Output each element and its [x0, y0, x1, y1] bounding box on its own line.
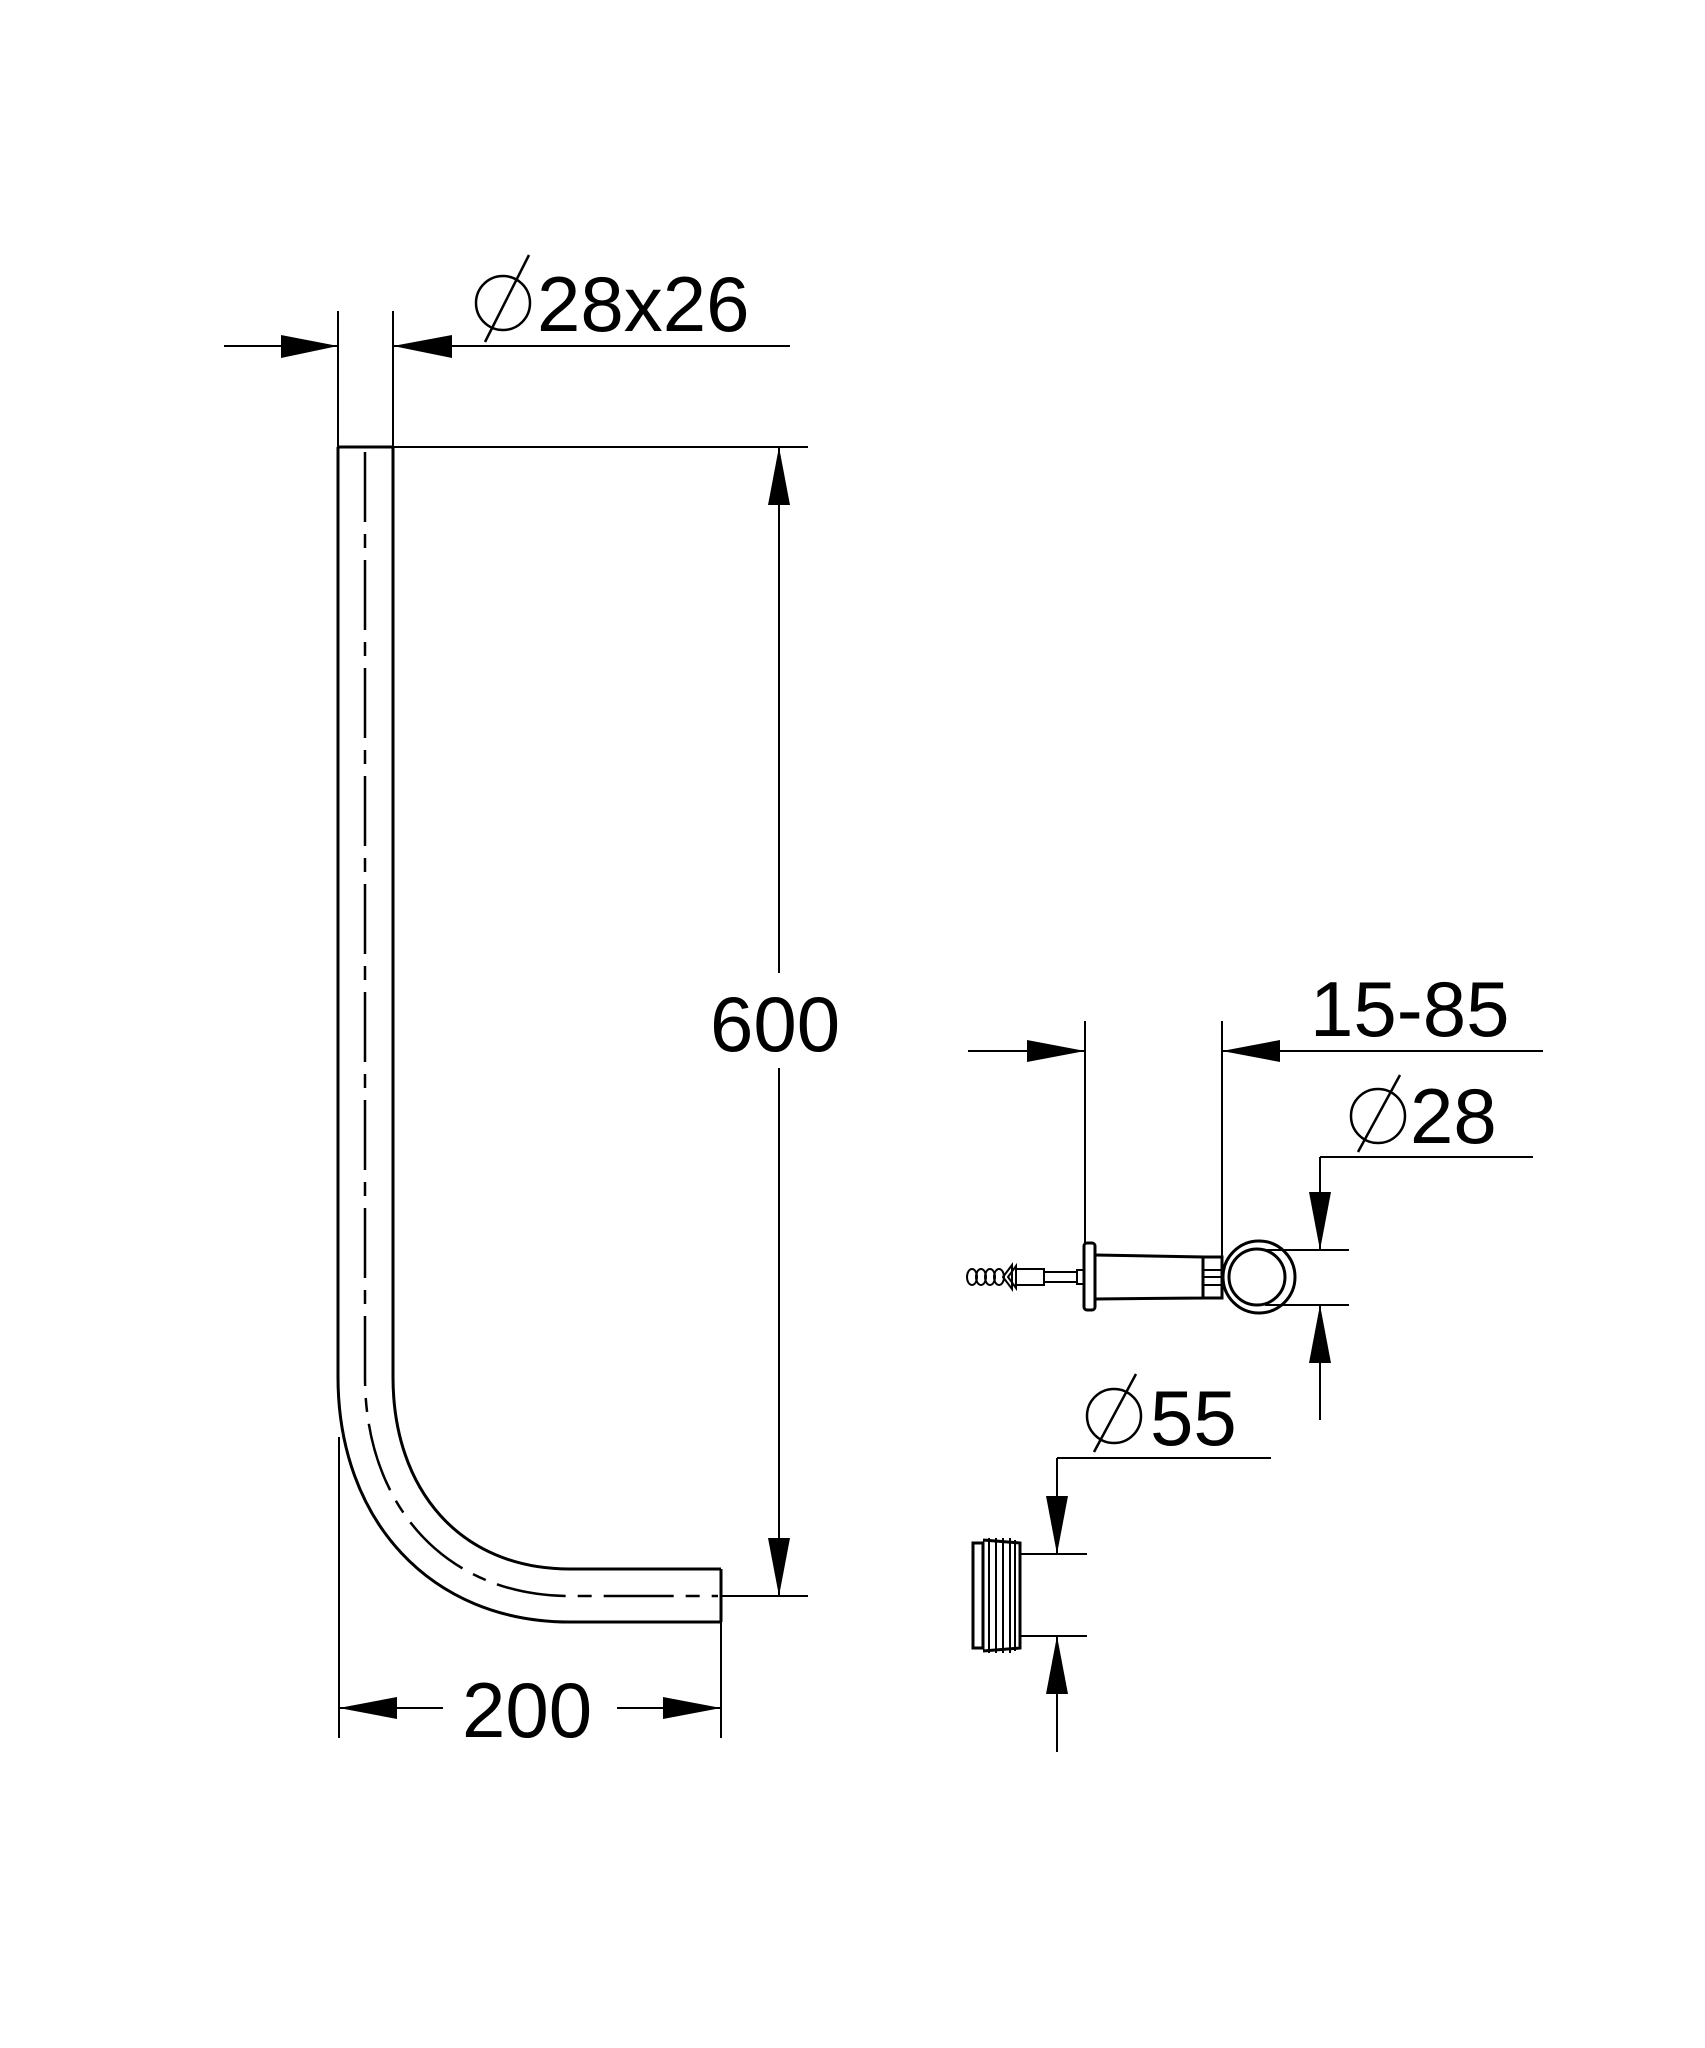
wall-distance-label: 15-85 — [1310, 965, 1510, 1053]
diameter-symbol-icon — [1349, 1074, 1407, 1153]
dim-clip-diameter: 28 — [1265, 1072, 1533, 1420]
pipe-height-label: 600 — [710, 980, 840, 1068]
wall-clip — [966, 1239, 1297, 1315]
pipe-diameter-label: 28x26 — [537, 260, 750, 348]
fitting-diameter-label: 55 — [1150, 1374, 1237, 1462]
dim-pipe-height: 600 — [393, 446, 840, 1597]
wall-dowel-icon — [966, 1262, 1085, 1292]
diameter-symbol-icon — [1085, 1373, 1143, 1453]
threaded-fitting — [971, 1538, 1022, 1653]
dim-wall-distance: 15-85 — [968, 965, 1543, 1257]
dim-pipe-width: 200 — [338, 1437, 722, 1754]
pipe-centerline — [363, 452, 718, 1598]
dim-fitting-diameter: 55 — [1020, 1373, 1271, 1752]
diameter-symbol-icon — [474, 254, 532, 343]
pipe-width-label: 200 — [462, 1666, 592, 1754]
bent-pipe — [336, 445, 723, 1624]
clip-diameter-label: 28 — [1410, 1072, 1497, 1160]
dim-pipe-diameter: 28x26 — [224, 254, 790, 447]
